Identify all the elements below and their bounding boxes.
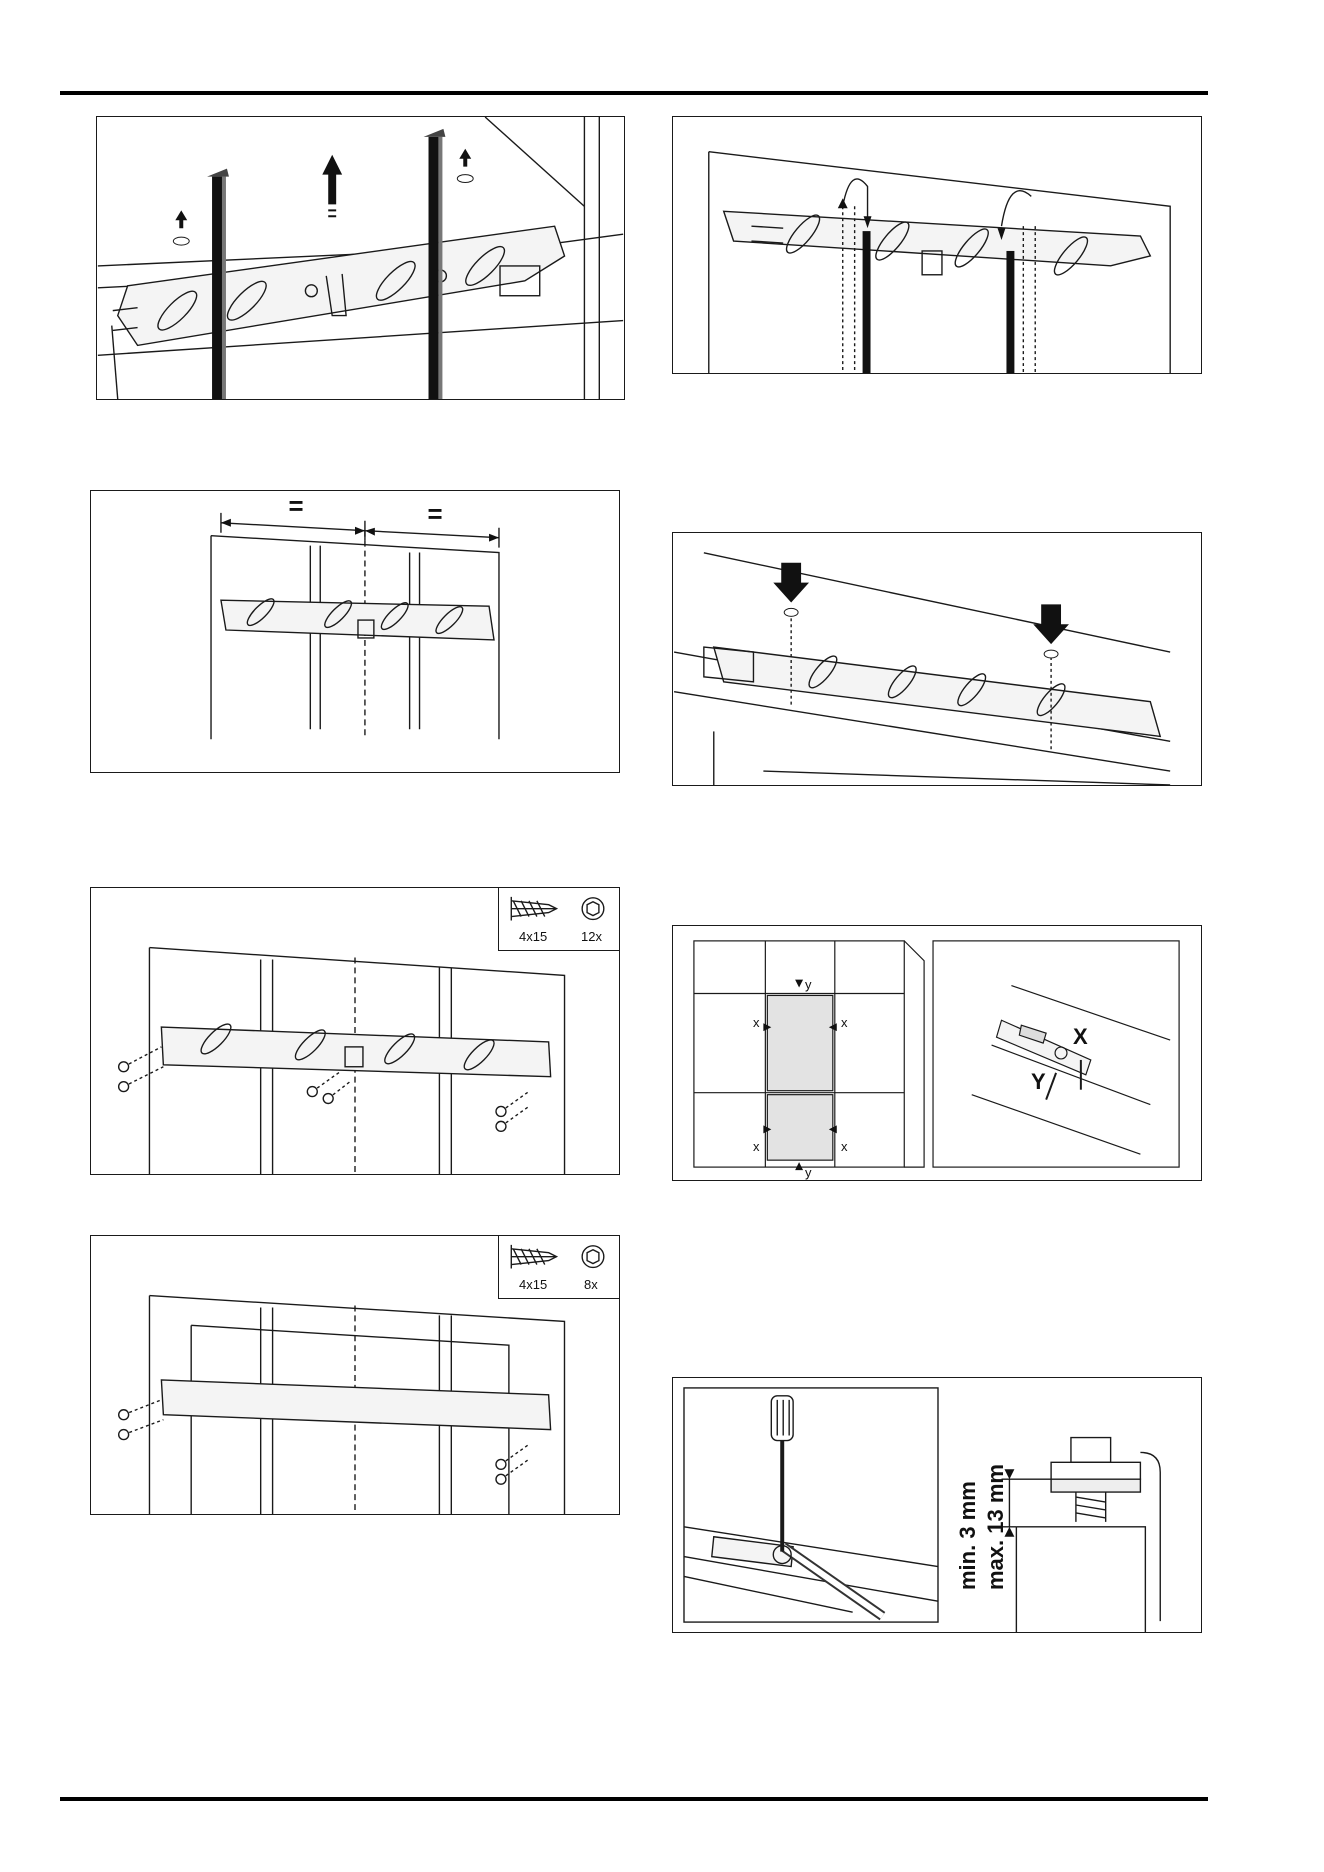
svg-text:=: = (288, 493, 303, 521)
screw-spec-box-8: 4x15 8x (498, 1235, 620, 1299)
adjust-y-top-label: y (805, 978, 812, 992)
screw-count-label: 12x (581, 930, 602, 944)
figure-bracket-lift (96, 116, 625, 400)
screw-count-label: 8x (584, 1278, 598, 1292)
top-rule (60, 91, 1208, 95)
nut-min-label: min. 3 mm (955, 1481, 981, 1590)
screw-size-label: 4x15 (519, 930, 547, 944)
figure-nuts-press (672, 532, 1202, 786)
nut-max-label: max. 13 mm (983, 1464, 1009, 1590)
figure-screws-8: 4x15 8x (90, 1235, 620, 1515)
figure-screws-12: 4x15 12x (90, 887, 620, 1175)
screw-size-label: 4x15 (519, 1278, 547, 1292)
screw-spec-box-12: 4x15 12x (498, 887, 620, 951)
figure-adjust-xy: x x y x x y X Y (672, 925, 1202, 1181)
adjust-y-bottom-label: y (805, 1166, 812, 1180)
adjust-x-left-label: x (753, 1016, 760, 1030)
figure-center-equal: = = (90, 490, 620, 773)
figure-nut-clearance: min. 3 mm max. 13 mm (672, 1377, 1202, 1633)
adjust-x-right-label: x (841, 1016, 848, 1030)
adjust-big-y-label: Y (1031, 1071, 1046, 1093)
adjust-x-right2-label: x (841, 1140, 848, 1154)
adjust-big-x-label: X (1073, 1026, 1088, 1048)
bottom-rule (60, 1797, 1208, 1801)
svg-text:=: = (427, 501, 442, 529)
adjust-x-left2-label: x (753, 1140, 760, 1154)
figure-rails-slots (672, 116, 1202, 374)
